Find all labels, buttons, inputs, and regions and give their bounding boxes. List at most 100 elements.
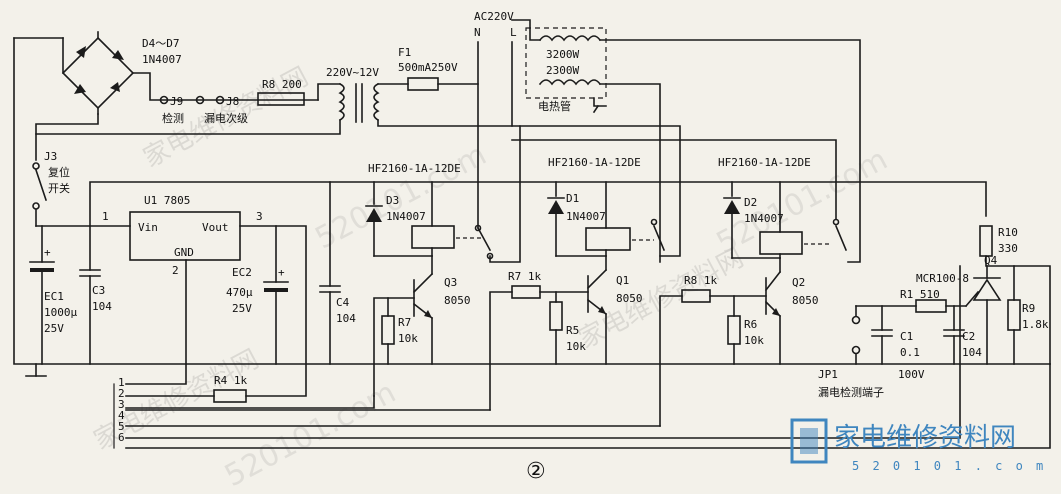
capacitor-c3: C3 104 (79, 225, 112, 365)
j8-ref: J8 (226, 95, 239, 108)
j9-label: 检测 (162, 111, 184, 125)
capacitor-ec2: + EC2 470μ 25V (226, 225, 289, 365)
diode-ref: D1 (566, 192, 579, 205)
mains-l-label: L (510, 26, 517, 39)
ec2-value: 470μ (226, 286, 253, 299)
header-pin: 3 (118, 398, 125, 411)
r5-value: 10k (566, 340, 586, 353)
header-pin: 6 (118, 431, 125, 444)
gnd-label: GND (174, 246, 194, 259)
reset-ref: J3 (44, 150, 57, 163)
brand-title: 家电维修资料网 (834, 423, 1016, 453)
resistor-r6-10k (727, 315, 741, 345)
heater-w2: 2300W (546, 64, 579, 77)
c3-ref: C3 (92, 284, 105, 297)
transistor-q2: Q2 8050 (764, 257, 819, 365)
capacitor-c4: C4 104 (319, 181, 356, 365)
r10-ref: R10 (998, 226, 1018, 239)
r7-pulldown-ref: R7 (398, 316, 411, 329)
fuse-f1 (407, 77, 439, 91)
resistor-r5-10k (549, 301, 563, 331)
r4-label: R4 1k (214, 374, 247, 387)
test-jacks[interactable]: J9 J8 检测 漏电次级 (159, 95, 249, 125)
ec2-ref: EC2 (232, 266, 252, 279)
resistor-r9 (1007, 299, 1021, 331)
q1-ref: Q1 (616, 274, 629, 287)
brand-logo: 家电维修资料网 5 2 0 1 0 1 . c o m (790, 418, 1046, 473)
mains-n-label: N (474, 26, 481, 39)
figure-number: ② (526, 459, 546, 484)
mains-ac-label: AC220V (474, 10, 514, 23)
resistor-r10 (979, 225, 993, 257)
relay-coil (411, 225, 455, 249)
ec1-value: 1000μ (44, 306, 77, 319)
relay-coil (585, 227, 631, 251)
pin1-label: 1 (102, 210, 109, 223)
jp1-pin-b[interactable] (851, 345, 861, 355)
vout-label: Vout (202, 221, 229, 234)
c1-volt: 100V (898, 368, 925, 381)
bridge-ref: D4～D7 (142, 37, 180, 50)
transistor-q3: Q3 8050 (412, 255, 471, 365)
diode-ref: D2 (744, 196, 757, 209)
ec1-ref: EC1 (44, 290, 64, 303)
relay-stage-1: HF2160-1A-12DE D3 1N4007 (365, 125, 521, 263)
u1-label: U1 7805 (144, 194, 190, 207)
reset-label2: 开关 (48, 181, 70, 195)
resistor-r7-1k (511, 285, 541, 299)
r9-ref: R9 (1022, 302, 1035, 315)
relay-stage-3: HF2160-1A-12DE D2 1N4007 (511, 139, 848, 259)
vin-label: Vin (138, 221, 158, 234)
fuse-value: 500mA250V (398, 61, 458, 74)
diode-part: 1N4007 (566, 210, 606, 223)
bridge-rectifier: D4～D7 1N4007 (61, 31, 182, 115)
c2-ref: C2 (962, 330, 975, 343)
resistor-r8-200 (257, 92, 305, 106)
diode-ref: D3 (386, 194, 399, 207)
c1-ref: C1 (900, 330, 913, 343)
jp1-label: 漏电检测端子 (818, 385, 884, 399)
q4-ref: Q4 (984, 254, 998, 267)
header-pin: 4 (118, 409, 125, 422)
capacitor-c2: C2 104 (943, 305, 982, 365)
brand-url: 5 2 0 1 0 1 . c o m (852, 459, 1046, 473)
heater-element: 3200W 2300W 电热管 (525, 27, 607, 114)
transformer: 220V~12V (326, 66, 380, 123)
r7-pulldown-value: 10k (398, 332, 418, 345)
scr-part: MCR100-8 (916, 272, 969, 285)
svg-text:+: + (278, 266, 285, 279)
resistor-r7-10k (381, 315, 395, 345)
reset-label1: 复位 (48, 165, 70, 179)
transformer-label: 220V~12V (326, 66, 379, 79)
q2-part: 8050 (792, 294, 819, 307)
ec1-volt: 25V (44, 322, 64, 335)
jp1-pin-a[interactable] (851, 315, 861, 325)
regulator-u1: U1 7805 Vin Vout GND 1 2 3 (102, 194, 263, 277)
relay-part: HF2160-1A-12DE (718, 156, 811, 169)
relay-part: HF2160-1A-12DE (368, 162, 461, 175)
header-pin: 1 (118, 376, 125, 389)
pin2-label: 2 (172, 264, 179, 277)
reset-switch-j3[interactable]: J3 复位 开关 (32, 150, 70, 210)
r9-value: 1.8k (1022, 318, 1049, 331)
r7-base-label: R7 1k (508, 270, 541, 283)
header-pin: 5 (118, 420, 125, 433)
q3-ref: Q3 (444, 276, 457, 289)
r8-label: R8 200 (262, 78, 302, 91)
q2-ref: Q2 (792, 276, 805, 289)
c3-value: 104 (92, 300, 112, 313)
diode-part: 1N4007 (744, 212, 784, 225)
resistor-r1 (915, 299, 947, 313)
r1-label: R1 510 (900, 288, 940, 301)
r8-base-label: R8 1k (684, 274, 717, 287)
j8-label: 漏电次级 (204, 111, 248, 125)
c4-value: 104 (336, 312, 356, 325)
r6-ref: R6 (744, 318, 757, 331)
relay-part: HF2160-1A-12DE (548, 156, 641, 169)
r5-ref: R5 (566, 324, 579, 337)
pin3-label: 3 (256, 210, 263, 223)
header-pin: 2 (118, 387, 125, 400)
ec2-volt: 25V (232, 302, 252, 315)
capacitor-ec1: + EC1 1000μ 25V (29, 225, 77, 365)
resistor-r4 (213, 389, 247, 403)
